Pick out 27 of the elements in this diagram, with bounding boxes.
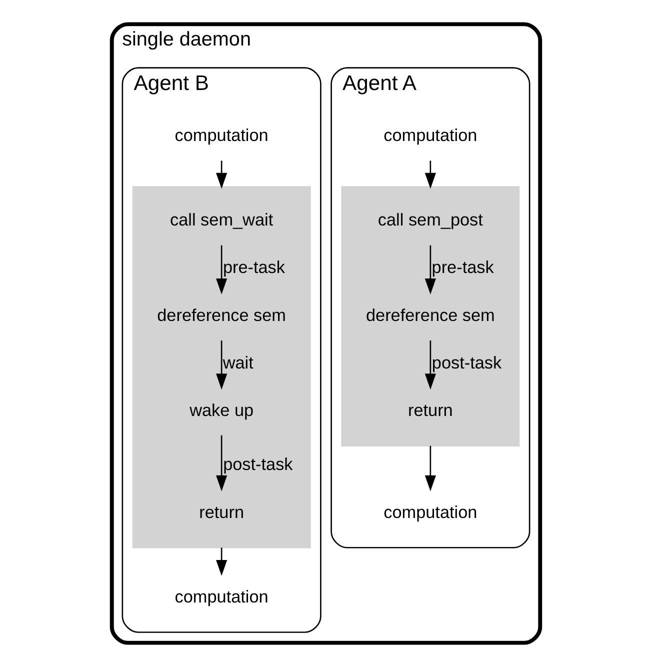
arrow (424, 340, 436, 390)
arrow (216, 160, 228, 189)
edge-label: wait (222, 352, 254, 372)
node-text: return (408, 400, 453, 420)
node-text: computation (384, 125, 478, 146)
arrow (216, 435, 228, 492)
arrow (424, 245, 436, 294)
arrow (216, 245, 228, 294)
edge-label: post-task (432, 352, 502, 372)
node-text: dereference sem (157, 304, 286, 325)
edge-label: pre-task (432, 257, 494, 278)
node-text: computation (174, 125, 268, 146)
cluster (132, 186, 311, 548)
node-text: wake up (190, 400, 254, 420)
edge-label: post-task (223, 454, 293, 474)
node-text: call sem_wait (170, 210, 274, 230)
node-text: computation (384, 502, 478, 522)
arrow (216, 340, 228, 390)
arrow (216, 548, 228, 576)
edge-label: pre-task (222, 257, 285, 278)
node-text: dereference sem (366, 304, 495, 325)
node-text: return (199, 502, 244, 522)
node-text: computation (174, 586, 268, 606)
arrow (424, 446, 436, 492)
node-text: call sem_post (378, 210, 483, 230)
arrow (424, 160, 436, 189)
cluster (341, 186, 520, 447)
